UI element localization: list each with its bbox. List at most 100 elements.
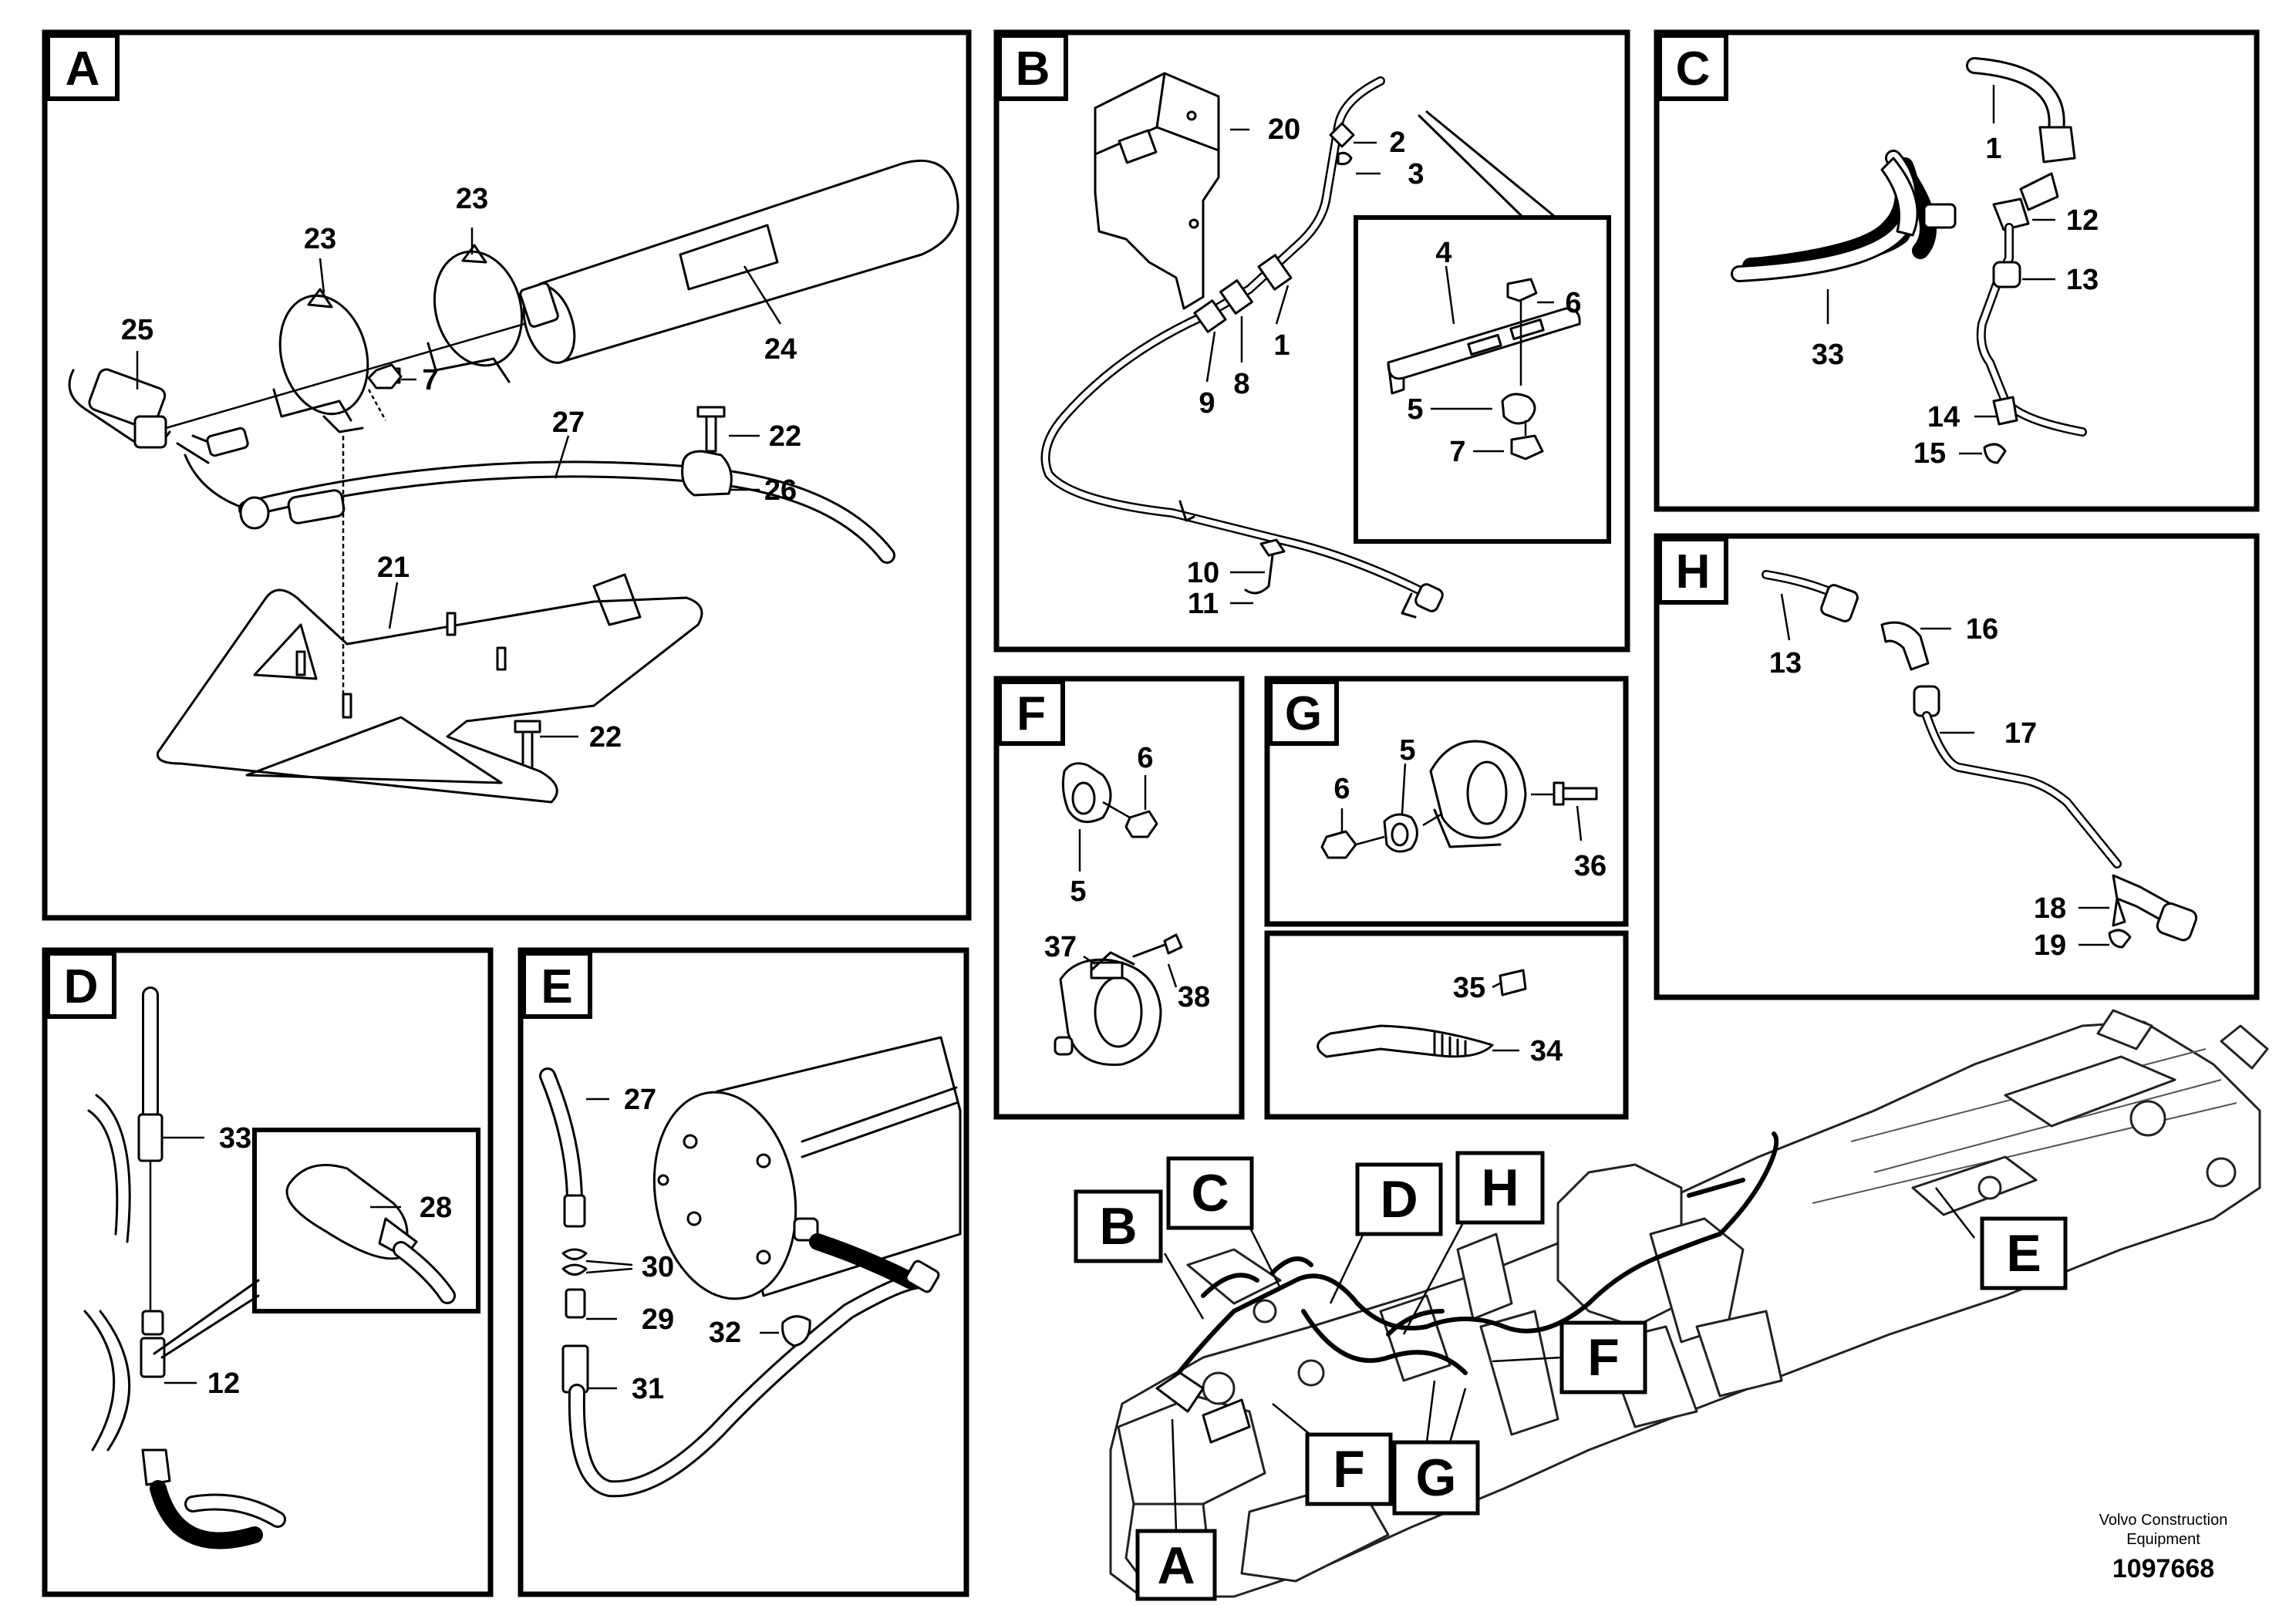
overview-callout-c-label: C xyxy=(1191,1164,1229,1222)
overview-callout-a-label: A xyxy=(1157,1536,1195,1595)
overview-callout-d-label: D xyxy=(1380,1170,1418,1229)
panel-e-letter-box xyxy=(521,951,592,1019)
panel-g-letter: G xyxy=(1285,687,1322,740)
callout-b-6: 6 xyxy=(1565,287,1581,319)
bracket-4 xyxy=(1387,307,1581,395)
callout-a-21: 21 xyxy=(377,551,410,584)
callout-c-14: 14 xyxy=(1927,401,1960,433)
panel-g-ties: 35 34 xyxy=(1264,930,1629,1120)
overview-callout-c xyxy=(1166,1156,1254,1230)
overview-callout-f-right-label: F xyxy=(1587,1328,1620,1387)
overview-callout-a xyxy=(1135,1529,1217,1601)
panel-c-frame xyxy=(1654,29,2260,512)
panel-c-letter: C xyxy=(1676,42,1711,96)
panel-h-letter: H xyxy=(1676,545,1711,599)
panel-a: A xyxy=(42,29,972,921)
callout-e-30: 30 xyxy=(642,1251,674,1283)
callout-g-6: 6 xyxy=(1333,773,1350,805)
bushing-26 xyxy=(681,406,733,497)
extinguisher-valve xyxy=(68,322,525,464)
panel-d-letter: D xyxy=(64,960,99,1013)
panel-b-detail-box xyxy=(1354,215,1611,544)
callout-a-22-upper: 22 xyxy=(769,420,801,453)
machine-overview xyxy=(1109,1009,2269,1598)
callout-g-34: 34 xyxy=(1530,1035,1563,1067)
footer: Volvo Construction Equipment 1097668 xyxy=(2099,1512,2228,1583)
callout-h-18: 18 xyxy=(2034,892,2066,925)
callout-h-13: 13 xyxy=(1769,647,1802,679)
callout-b-20: 20 xyxy=(1268,113,1300,146)
overview-callout-e xyxy=(1980,1216,2068,1290)
overview-callout-g xyxy=(1392,1440,1480,1516)
callout-c-12: 12 xyxy=(2066,204,2099,237)
extinguisher-cylinder xyxy=(519,159,959,364)
callout-d-12: 12 xyxy=(207,1367,240,1400)
footer-company-line2: Equipment xyxy=(2126,1531,2200,1548)
callout-b-11: 11 xyxy=(1188,588,1219,620)
callout-b-3: 3 xyxy=(1408,158,1424,191)
bracket-plate-21 xyxy=(156,588,703,804)
callout-b-2: 2 xyxy=(1389,126,1405,159)
overview-callout-f-left-label: F xyxy=(1333,1440,1365,1499)
panel-g-ties-frame xyxy=(1264,930,1629,1120)
panel-d: D 33 28 12 xyxy=(42,947,494,1597)
panel-e: E 27 30 29 32 31 xyxy=(518,947,969,1597)
callout-a-25: 25 xyxy=(121,314,153,346)
callout-a-24: 24 xyxy=(764,333,797,366)
callout-b-1: 1 xyxy=(1273,329,1290,362)
overview-callout-h-label: H xyxy=(1481,1158,1519,1217)
footer-drawing-number: 1097668 xyxy=(2112,1554,2214,1583)
panel-g: G 6 5 36 xyxy=(1264,676,1629,927)
panel-f-frame xyxy=(993,676,1245,1120)
callout-h-16: 16 xyxy=(1966,613,1998,646)
callout-c-33: 33 xyxy=(1812,339,1844,371)
callout-d-28: 28 xyxy=(420,1192,452,1224)
callout-e-32: 32 xyxy=(709,1317,741,1349)
callout-f-37: 37 xyxy=(1044,931,1077,963)
panel-b-letter-box xyxy=(997,33,1068,101)
callout-c-1: 1 xyxy=(1985,133,2001,165)
callout-h-17: 17 xyxy=(2004,717,2037,750)
callout-a-23-right: 23 xyxy=(456,183,488,215)
callout-e-29: 29 xyxy=(642,1303,674,1336)
callout-b-4: 4 xyxy=(1435,237,1451,269)
callout-d-33: 33 xyxy=(219,1122,251,1155)
overview-callouts: B C D H E F F G A xyxy=(1074,1151,2068,1601)
panel-a-letter-box xyxy=(46,33,120,101)
overview-callout-b-label: B xyxy=(1099,1197,1137,1256)
callout-h-19: 19 xyxy=(2034,929,2066,962)
overview-callout-b xyxy=(1074,1189,1163,1263)
panel-a-letter: A xyxy=(66,42,100,96)
footer-company-line1: Volvo Construction xyxy=(2099,1512,2228,1529)
panel-c: C 1 12 33 13 14 15 xyxy=(1654,29,2260,512)
panel-c-letter-box xyxy=(1657,33,1728,101)
panel-h-frame xyxy=(1654,533,2260,1000)
callout-g-36: 36 xyxy=(1574,850,1607,882)
overview-callout-h xyxy=(1455,1151,1545,1225)
panel-a-frame xyxy=(42,29,972,921)
panel-f: F 6 5 37 38 xyxy=(993,676,1245,1120)
extinguisher-cylinder-end xyxy=(652,1036,962,1300)
panel-b-frame xyxy=(993,29,1630,653)
callout-a-7: 7 xyxy=(422,364,438,396)
overview-callout-d xyxy=(1355,1162,1443,1236)
callout-g-35: 35 xyxy=(1453,972,1485,1004)
overview-callout-f-right xyxy=(1559,1320,1647,1394)
panel-e-letter: E xyxy=(541,960,572,1013)
callout-e-31: 31 xyxy=(632,1373,664,1405)
panel-b: B xyxy=(993,29,1630,653)
panel-h: H 13 16 17 18 19 xyxy=(1654,533,2260,1000)
overview-callout-g-label: G xyxy=(1416,1448,1457,1507)
panel-g-frame xyxy=(1264,676,1629,927)
callout-b-8: 8 xyxy=(1233,368,1249,400)
callout-e-27: 27 xyxy=(624,1084,656,1116)
callout-b-7: 7 xyxy=(1449,436,1465,468)
callout-f-38: 38 xyxy=(1178,981,1210,1013)
panel-d-detail-box xyxy=(252,1128,480,1313)
panel-d-frame xyxy=(42,947,494,1597)
callout-a-23-left: 23 xyxy=(304,223,336,255)
callout-a-22-lower: 22 xyxy=(589,721,622,754)
overview-callout-e-label: E xyxy=(2006,1224,2041,1283)
panel-b-letter: B xyxy=(1016,42,1050,96)
